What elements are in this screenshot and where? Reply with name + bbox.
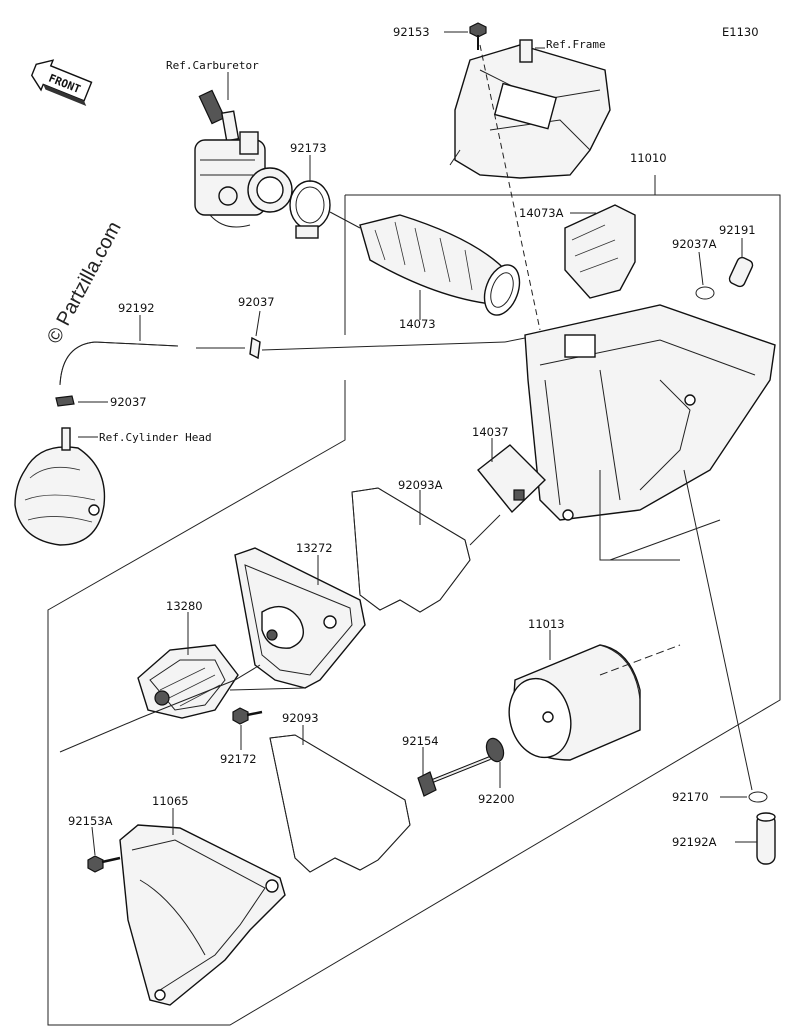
diagram-code: E1130 (722, 25, 759, 39)
part-92154-label: 92154 (402, 734, 439, 748)
assembly-boundary (47, 175, 781, 1026)
carburetor-drawing (194, 89, 293, 228)
filter-11013-drawing (508, 644, 641, 761)
front-arrow-icon: FRONT (30, 59, 93, 107)
part-11010-label: 11010 (630, 151, 667, 165)
part-92037-lower-label: 92037 (110, 395, 147, 409)
ref-carburetor-label: Ref.Carburetor (166, 59, 259, 72)
frame-drawing (449, 39, 611, 179)
part-13272-label: 13272 (296, 541, 333, 555)
cap-92192A-drawing (756, 812, 776, 865)
part-92192-label: 92192 (118, 301, 155, 315)
washer-92200-drawing (485, 737, 505, 763)
part-92172-label: 92172 (220, 752, 257, 766)
ref-frame-label: Ref.Frame (546, 38, 606, 51)
gasket-92093A-drawing (351, 487, 471, 613)
part-92170-label: 92170 (672, 790, 709, 804)
part-92173-label: 92173 (290, 141, 327, 155)
bolt-92153-drawing (469, 22, 487, 50)
part-92153A-label: 92153A (68, 814, 113, 828)
part-14073A-label: 14073A (519, 206, 564, 220)
part-11065-label: 11065 (152, 794, 189, 808)
cylinder-head-drawing (14, 427, 106, 546)
part-92037-top-label: 92037 (238, 295, 275, 309)
part-14037-label: 14037 (472, 425, 509, 439)
plate-13272-drawing (234, 547, 366, 689)
part-92192A-label: 92192A (672, 835, 717, 849)
clamp-92173-drawing (289, 180, 331, 239)
hose-92192-drawing (59, 341, 245, 386)
gasket-92093-drawing (269, 734, 411, 873)
cover-11065-drawing (119, 824, 286, 1006)
ref-cylinder-head-label: Ref.Cylinder Head (99, 431, 212, 444)
air-box-housing-drawing (524, 304, 776, 561)
part-13280-label: 13280 (166, 599, 203, 613)
clip-92037-lower-drawing (55, 395, 75, 407)
element-13280-drawing (137, 644, 239, 719)
part-92191-label: 92191 (719, 223, 756, 237)
part-92093-label: 92093 (282, 711, 319, 725)
air-duct-14073-drawing (359, 214, 521, 316)
intake-14073A-drawing (564, 204, 636, 299)
cap-92191-drawing (728, 256, 754, 288)
bolt-92153A-drawing (87, 855, 121, 873)
bolt-92172-drawing (232, 707, 263, 725)
clip-92037A-drawing (695, 286, 715, 300)
part-92200-label: 92200 (478, 792, 515, 806)
part-92037A-label: 92037A (672, 237, 717, 251)
part-92093A-label: 92093A (398, 478, 443, 492)
part-11013-label: 11013 (528, 617, 565, 631)
clip-92170-drawing (748, 791, 768, 803)
plate-14037-drawing (477, 444, 546, 514)
watermark: © Partzilla.com (43, 218, 126, 347)
part-14073-label: 14073 (399, 317, 436, 331)
clip-92037-top-drawing (249, 336, 261, 360)
bolt-92154-drawing (417, 756, 491, 797)
part-92153-label: 92153 (393, 25, 430, 39)
